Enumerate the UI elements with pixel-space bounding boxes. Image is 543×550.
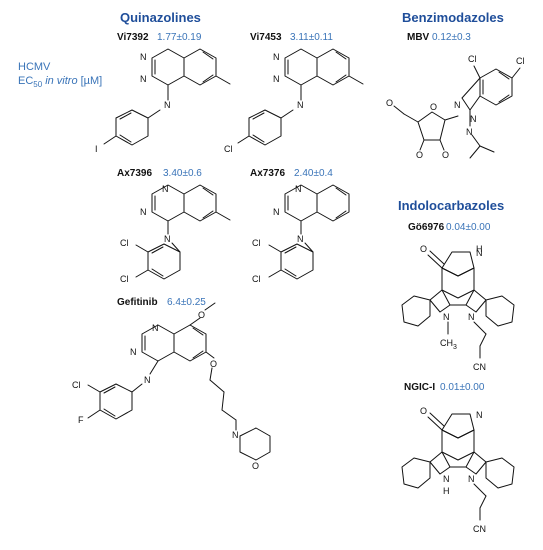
atom-label: Cl	[120, 274, 129, 284]
side-label-sub: 50	[33, 80, 42, 89]
atom-label: O	[430, 102, 437, 112]
atom-label: O	[416, 150, 423, 160]
atom-label: Cl	[516, 56, 525, 66]
heading-indolocarbazoles: Indolocarbazoles	[398, 198, 504, 213]
atom-label: H	[443, 486, 450, 496]
atom-label: CN	[473, 362, 486, 372]
atom-label: O	[252, 461, 259, 471]
atom-label: N	[130, 347, 137, 357]
compound-value: 3.11±0.11	[290, 32, 333, 43]
heading-quinazolines: Quinazolines	[120, 10, 201, 25]
atom-label: Cl	[468, 54, 477, 64]
atom-label: N	[140, 52, 147, 62]
side-label-ec: EC	[18, 75, 33, 87]
atom-label: N	[297, 234, 304, 244]
compound-vi7392: Vi7392 1.77±0.19 N N N I	[95, 32, 231, 154]
compound-mbv: MBV 0.12±0.3 C	[386, 32, 525, 160]
atom-label: N	[164, 100, 171, 110]
atom-label: O	[442, 150, 449, 160]
compound-value: 3.40±0.6	[163, 168, 202, 179]
heading-benzimidazoles: Benzimodazoles	[402, 10, 504, 25]
atom-label: N	[476, 410, 483, 420]
methyl-sub: 3	[453, 344, 457, 351]
compound-name: Vi7392	[117, 32, 149, 43]
atom-label: N	[443, 312, 450, 322]
compound-value: 0.01±0.00	[440, 382, 485, 393]
compound-name: Gö6976	[408, 222, 445, 233]
compound-name: Ax7396	[117, 168, 152, 179]
compound-value: 1.77±0.19	[157, 32, 202, 43]
atom-label: N	[297, 100, 304, 110]
atom-label: N	[466, 127, 473, 137]
atom-label: N	[232, 430, 239, 440]
atom-label: N	[140, 207, 147, 217]
atom-label: N	[476, 248, 483, 258]
atom-label: N	[273, 207, 280, 217]
atom-label: N	[295, 184, 302, 194]
compound-ax7376: Ax7376 2.40±0.4 N N N Cl Cl	[250, 168, 350, 284]
atom-label: N	[140, 74, 147, 84]
atom-label: O	[420, 244, 427, 254]
atom-label: Cl	[224, 144, 233, 154]
atom-label: CN	[473, 524, 486, 534]
compound-name: Gefitinib	[117, 297, 158, 308]
atom-label: N	[468, 312, 475, 322]
atom-label: Cl	[120, 238, 129, 248]
atom-label: N	[164, 234, 171, 244]
atom-label: N	[144, 375, 151, 385]
compound-gefitinib: Gefitinib 6.4±0.25	[72, 297, 271, 471]
atom-label: N	[470, 114, 477, 124]
atom-label: O	[198, 310, 205, 320]
compound-value: 6.4±0.25	[167, 297, 206, 308]
methyl-label: CH3	[440, 338, 457, 351]
atom-label: H	[476, 244, 483, 254]
atom-label: O	[386, 98, 393, 108]
side-label-italic: in vitro	[45, 75, 77, 87]
atom-label: N	[468, 474, 475, 484]
atom-label: Cl	[252, 238, 261, 248]
compound-name: NGIC-I	[404, 382, 435, 393]
compound-name: MBV	[407, 32, 430, 43]
compound-value: 0.12±0.3	[432, 32, 471, 43]
side-label-line1: HCMV	[18, 61, 51, 73]
compound-ngic1: NGIC-I 0.01±0.00 O N N H N CN	[401, 382, 515, 534]
atom-label: O	[210, 359, 217, 369]
compound-value: 2.40±0.4	[294, 168, 333, 179]
side-label-unit: [µM]	[81, 75, 103, 87]
atom-label: Cl	[252, 274, 261, 284]
atom-label: N	[443, 474, 450, 484]
atom-label: N	[162, 184, 169, 194]
compound-vi7453: Vi7453 3.11±0.11 N N N Cl	[224, 32, 364, 154]
compound-name: Ax7376	[250, 168, 285, 179]
atom-label: N	[273, 74, 280, 84]
atom-label: O	[420, 406, 427, 416]
atom-label: F	[78, 415, 84, 425]
atom-label: N	[273, 52, 280, 62]
atom-label: N	[454, 100, 461, 110]
atom-label: I	[95, 144, 98, 154]
compound-name: Vi7453	[250, 32, 282, 43]
atom-label: N	[152, 323, 159, 333]
compound-go6976: Gö6976 0.04±0.00 O N H N N CH	[401, 222, 515, 372]
compound-ax7396: Ax7396 3.40±0.6 N N N Cl Cl	[117, 168, 231, 284]
compound-value: 0.04±0.00	[446, 222, 491, 233]
methyl-ch: CH	[440, 338, 453, 348]
atom-label: Cl	[72, 380, 81, 390]
